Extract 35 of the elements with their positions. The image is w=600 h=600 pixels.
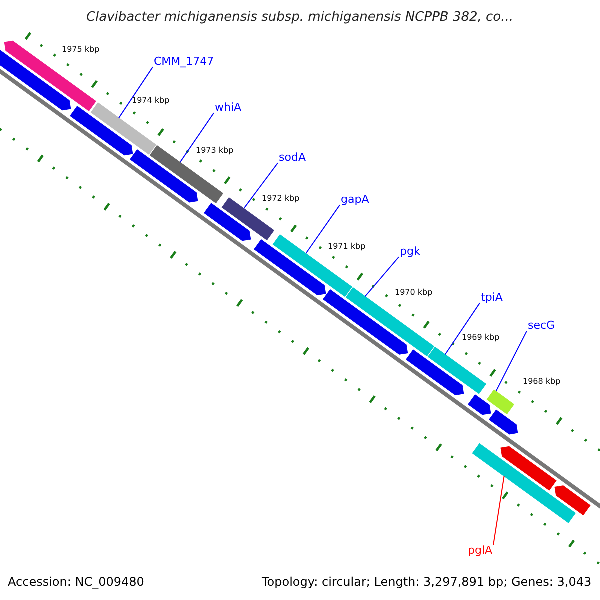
- scale-label: 1968 kbp: [523, 377, 561, 387]
- scale-label: 1971 kbp: [328, 242, 366, 252]
- leader-line: [180, 112, 214, 163]
- scale-label: 1972 kbp: [262, 194, 300, 204]
- scale-label: 1973 kbp: [196, 146, 234, 156]
- leader-line: [244, 162, 278, 210]
- gene-label: sodA: [279, 151, 306, 164]
- gene-block: [468, 394, 492, 416]
- leader-line: [118, 66, 154, 119]
- gene-block: [204, 203, 252, 242]
- info-text: Topology: circular; Length: 3,297,891 bp; Genes: 3,043: [262, 575, 592, 590]
- gene-block: [254, 240, 326, 296]
- gene-block: [130, 150, 198, 203]
- scale-label: 1970 kbp: [395, 288, 433, 298]
- gene-label: secG: [528, 319, 556, 332]
- gene-label: CMM_1747: [154, 55, 214, 68]
- gene-block: [554, 486, 591, 516]
- gene-label: pgk: [400, 245, 420, 258]
- gene-block: [70, 106, 134, 156]
- title: Clavibacter michiganensis subsp. michiganensis NCPPB 382, co...: [85, 10, 515, 26]
- scale-label: 1975 kbp: [62, 45, 100, 55]
- scale-label: 1974 kbp: [132, 96, 170, 106]
- info-text: Accession: NC_009480: [8, 575, 144, 590]
- gene-label: pglA: [468, 544, 493, 558]
- leader-line: [493, 476, 505, 546]
- leader-line: [444, 302, 480, 356]
- leader-line: [306, 204, 340, 254]
- gene-label: tpiA: [481, 291, 503, 304]
- gene-block: [406, 350, 464, 396]
- gene-block: [489, 410, 518, 435]
- leader-line: [364, 256, 400, 298]
- gene-label: whiA: [215, 101, 242, 114]
- gene-label: gapA: [341, 193, 370, 206]
- leader-line: [496, 330, 528, 392]
- scale-label: 1969 kbp: [462, 333, 500, 343]
